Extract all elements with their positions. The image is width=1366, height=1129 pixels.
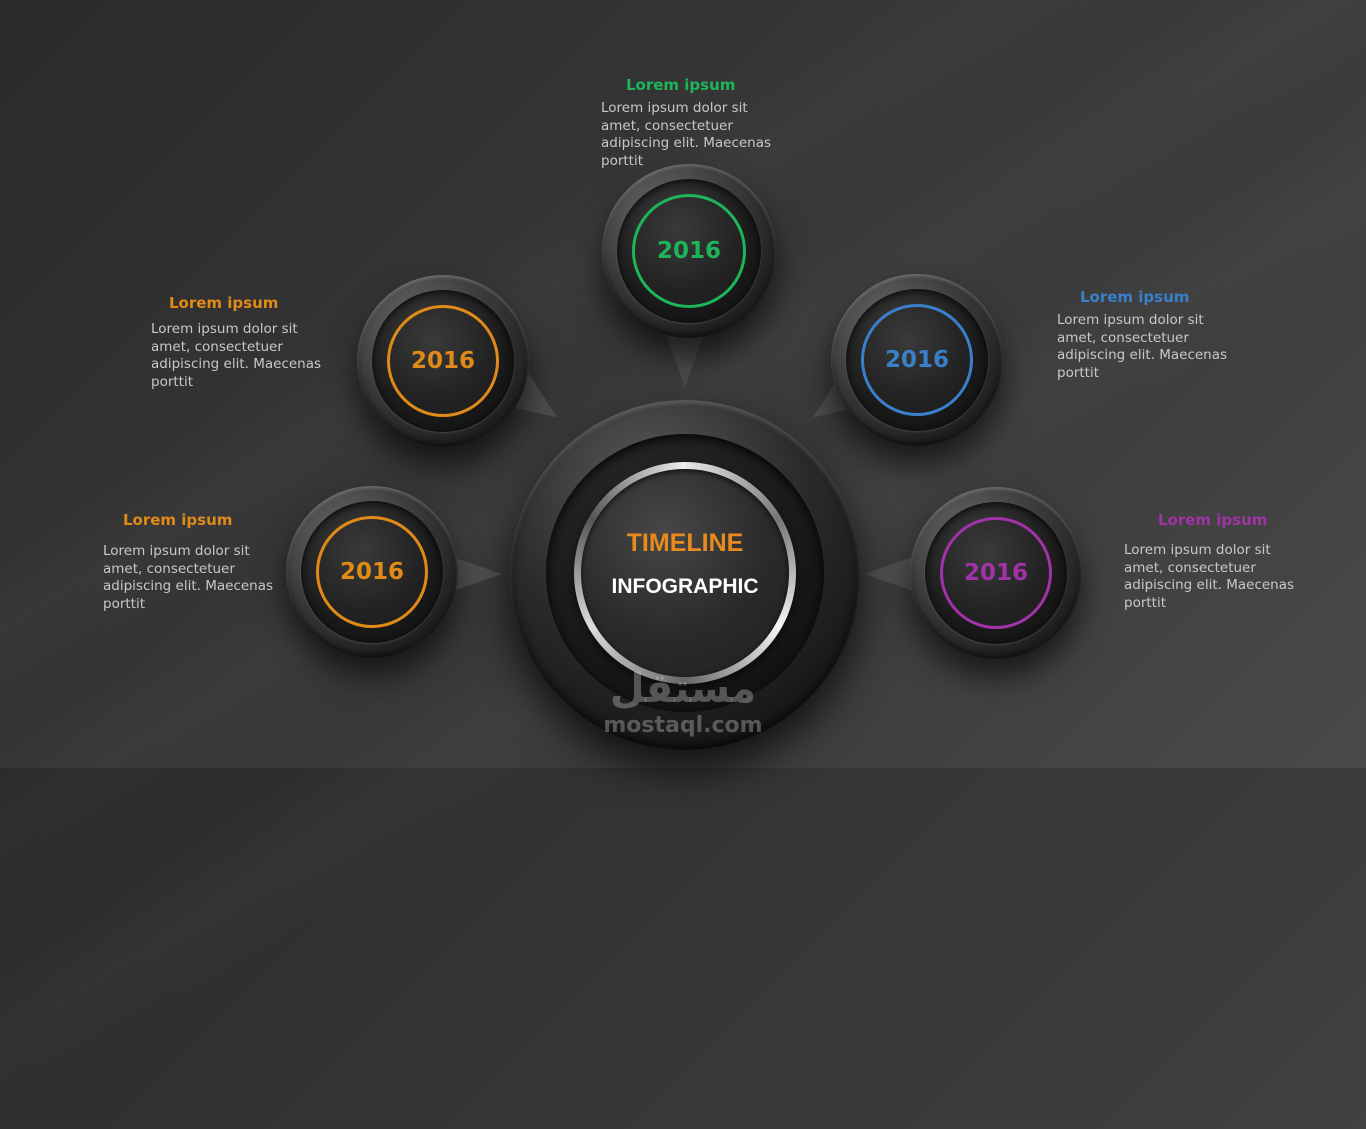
label-title: Lorem ipsum xyxy=(626,76,736,94)
year-label: 2016 xyxy=(410,348,475,374)
label-upper-right: Lorem ipsum Lorem ipsum dolor sit amet, … xyxy=(1057,288,1232,382)
year-ring-orange: 2016 xyxy=(387,305,499,417)
label-title: Lorem ipsum xyxy=(123,511,233,529)
timeline-node-upper-left[interactable]: 2016 xyxy=(357,275,529,447)
label-lower-right: Lorem ipsum Lorem ipsum dolor sit amet, … xyxy=(1124,511,1299,612)
timeline-node-lower-right[interactable]: 2016 xyxy=(910,487,1082,659)
watermark-latin: mostaql.com xyxy=(603,713,763,738)
timeline-node-top[interactable]: 2016 xyxy=(602,164,776,338)
center-subtitle: INFOGRAPHIC xyxy=(611,575,759,598)
timeline-node-upper-right[interactable]: 2016 xyxy=(831,274,1003,446)
year-ring-orange: 2016 xyxy=(316,516,428,628)
label-title: Lorem ipsum xyxy=(169,294,279,312)
year-label: 2016 xyxy=(963,560,1028,586)
label-upper-left: Lorem ipsum Lorem ipsum dolor sit amet, … xyxy=(151,294,326,391)
watermark-arabic: مستقل xyxy=(609,666,757,712)
label-description: Lorem ipsum dolor sit amet, consectetuer… xyxy=(151,321,322,390)
year-ring-purple: 2016 xyxy=(940,517,1052,629)
label-title: Lorem ipsum xyxy=(1158,511,1268,529)
year-label: 2016 xyxy=(884,347,949,373)
year-ring-green: 2016 xyxy=(632,194,746,308)
label-description: Lorem ipsum dolor sit amet, consectetuer… xyxy=(103,543,274,612)
label-description: Lorem ipsum dolor sit amet, consectetuer… xyxy=(1057,312,1228,381)
pointer-lower-left xyxy=(450,556,502,592)
timeline-node-lower-left[interactable]: 2016 xyxy=(286,486,458,658)
year-label: 2016 xyxy=(656,238,721,264)
year-label: 2016 xyxy=(339,559,404,585)
label-description: Lorem ipsum dolor sit amet, consectetuer… xyxy=(601,100,772,169)
label-description: Lorem ipsum dolor sit amet, consectetuer… xyxy=(1124,542,1295,611)
label-lower-left: Lorem ipsum Lorem ipsum dolor sit amet, … xyxy=(103,511,278,613)
pointer-lower-right xyxy=(864,556,916,592)
center-face xyxy=(581,469,789,677)
watermark: مستقل mostaql.com xyxy=(600,665,766,739)
pointer-top xyxy=(665,330,705,388)
label-top: Lorem ipsum Lorem ipsum dolor sit amet, … xyxy=(601,76,781,170)
year-ring-blue: 2016 xyxy=(861,304,973,416)
label-title: Lorem ipsum xyxy=(1080,288,1190,306)
center-title: TIMELINE xyxy=(626,529,744,557)
